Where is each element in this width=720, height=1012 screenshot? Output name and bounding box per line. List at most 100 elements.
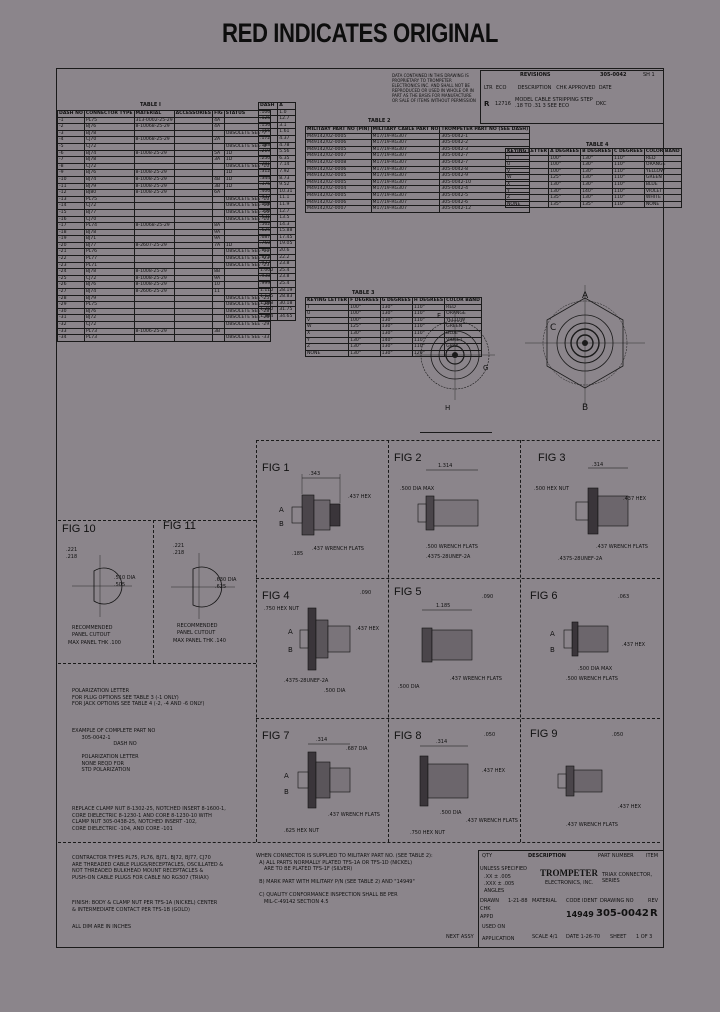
table-cell [212, 261, 225, 270]
table-cell: 100° [348, 310, 381, 318]
table-cell: -32 [57, 321, 85, 329]
svg-text:B: B [582, 403, 588, 413]
table-cell: -30 [57, 307, 85, 316]
table-cell: 19.05 [277, 240, 296, 249]
table-cell: BJ74 [83, 149, 135, 158]
table-cell: 110° [612, 161, 645, 169]
table2-title: TABLE 2 [368, 118, 391, 124]
table-cell: 8-10068-25-29 [133, 136, 175, 144]
drawing-sheet [56, 68, 664, 948]
svg-text:.437 WRENCH FLATS: .437 WRENCH FLATS [596, 544, 648, 550]
svg-text:.750 HEX NUT: .750 HEX NUT [410, 830, 446, 836]
table-cell: 25.4 [277, 266, 296, 275]
svg-text:1.185: 1.185 [436, 603, 450, 609]
proprietary-notice: DATA CONTAINED IN THIS DRAWING IS PROPRI… [392, 73, 476, 103]
header-cell: F DEGREES [348, 297, 381, 305]
table-cell: M17/19-RG307 [370, 158, 441, 167]
table-cell: M49142/02-0005 [305, 172, 372, 180]
table-cell: .500 [257, 207, 279, 216]
table-cell: 1.364 [257, 313, 279, 321]
table-cell: 28.19 [277, 286, 296, 295]
table-cell: 110° [612, 187, 645, 196]
table-cell: M49142/02-0006 [305, 139, 372, 147]
title-block-sheet-label: SHEET [610, 934, 627, 940]
table-cell [173, 215, 214, 224]
table1-title: TABLE I [140, 102, 161, 108]
svg-text:.505: .505 [114, 582, 125, 588]
company-name-2: ELECTRONICS, INC. [545, 880, 594, 886]
title-block-description: DESCRIPTION [528, 853, 566, 859]
table-cell: BJ72 [83, 314, 135, 322]
table-cell [212, 301, 225, 309]
svg-text:.218: .218 [66, 554, 77, 560]
table-cell: -23 [57, 261, 85, 270]
table-cell: 10.31 [277, 187, 296, 196]
table2-header: MILITARY PART NO (PIN)MILITARY CABLE PAR… [305, 126, 531, 134]
table-cell [173, 301, 214, 309]
note-6-polarization: POLARIZATION LETTER FOR PLUG OPTIONS SEE… [72, 688, 205, 707]
table-cell: M49142/02-0004 [305, 185, 372, 193]
table-cell [173, 255, 214, 263]
table-cell: 8-1008-25-29 [133, 175, 175, 184]
table-cell: .106 [257, 108, 279, 117]
table-cell: CJ72 [83, 142, 135, 151]
table-cell: -11 [57, 182, 85, 191]
revision-title: REVISIONS [520, 72, 551, 78]
table-cell: M49142/02-0005 [305, 145, 372, 154]
title-block-drawn: DRAWN [480, 898, 499, 904]
table-cell: -9 [57, 169, 85, 177]
svg-text:H: H [445, 404, 450, 412]
table-cell: 130° [580, 174, 614, 182]
table-cell: 130° [379, 316, 413, 325]
drawing-number: 305-0042 [596, 908, 649, 919]
revision-block [480, 70, 664, 124]
table-cell: BJ78 [83, 268, 135, 276]
table-cell: PL71 [83, 261, 135, 270]
svg-text:.218: .218 [173, 550, 184, 556]
table-cell [212, 169, 225, 177]
fig7-connector-drawing: .314 .687 DIA .437 WRENCH FLATS .625 HEX… [284, 737, 380, 834]
table-cell: W [304, 323, 350, 331]
table-cell: .750 [257, 240, 279, 249]
title-block-date-label: DATE 1-26-70 [566, 934, 601, 940]
table-cell: PL74 [83, 222, 135, 230]
table-cell: BJ76 [83, 169, 135, 177]
svg-text:.221: .221 [66, 547, 77, 553]
table-cell [212, 314, 225, 322]
table-cell: 130° [348, 329, 381, 338]
table-cell: 6A [212, 189, 225, 197]
table-cell: M49142/02-0007 [305, 152, 372, 160]
table-cell: 100° [548, 167, 582, 176]
table-cell: 110° [612, 154, 645, 163]
table-cell: NONE [304, 349, 350, 358]
table-cell: PL75 [83, 301, 135, 309]
table-cell [133, 314, 175, 322]
table-cell: 130° [580, 167, 614, 176]
table-cell: PL73 [83, 327, 135, 336]
plug-face-panel [420, 290, 492, 433]
table-cell [173, 162, 214, 171]
svg-text:.500 DIA: .500 DIA [398, 684, 420, 690]
table-cell [133, 321, 175, 329]
